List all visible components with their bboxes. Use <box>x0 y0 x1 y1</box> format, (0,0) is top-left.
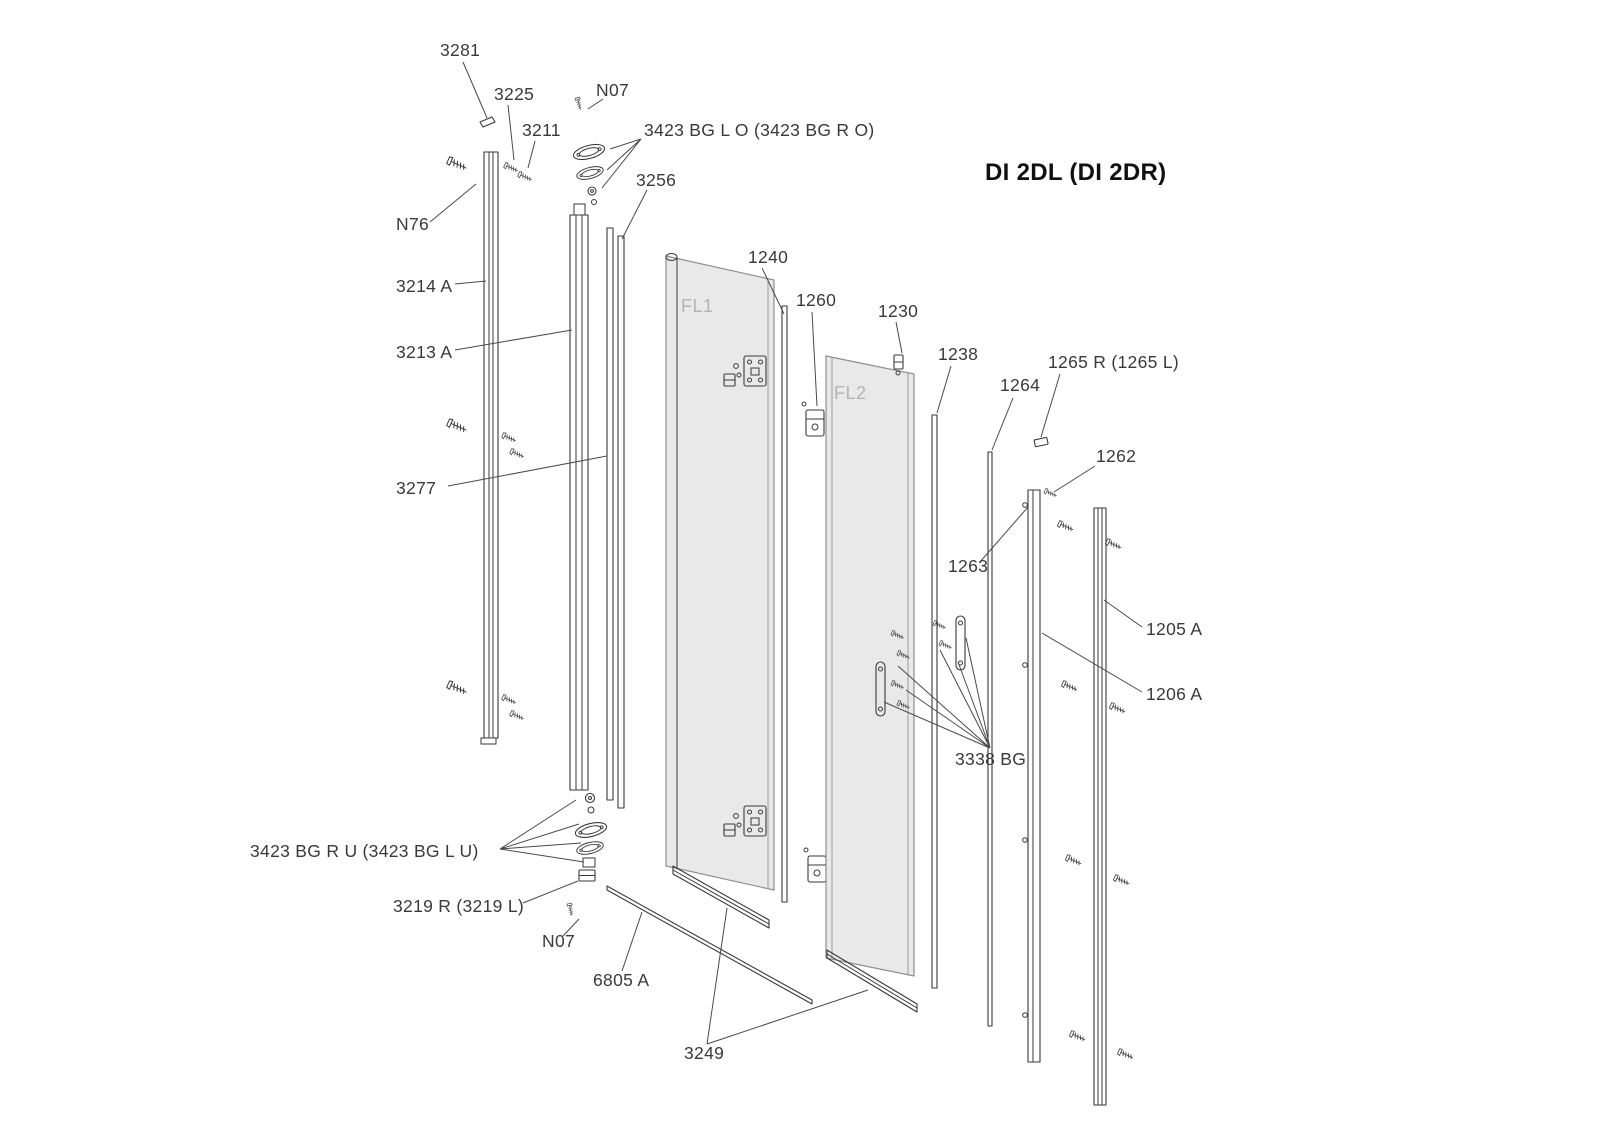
part-pivot-profile-3213a <box>569 203 589 791</box>
screws-profile-1206a <box>1056 519 1087 1044</box>
part-wall-profile-1206a <box>1022 487 1058 1063</box>
part-threshold-rail-6805a <box>606 885 813 1005</box>
label-1206a: 1206 A <box>1146 684 1202 704</box>
leader-1263 <box>979 506 1029 563</box>
part-seal-strip-1264 <box>987 451 993 1027</box>
part-clip-1265 <box>1033 436 1049 448</box>
leader-3423-top <box>601 138 642 189</box>
part-seal-strip-1238 <box>931 414 938 989</box>
leader-1264 <box>991 397 1014 451</box>
label-1264: 1264 <box>1000 375 1040 395</box>
leader-3213a <box>454 329 573 351</box>
screws-profile-1205a <box>1104 537 1135 1062</box>
leader-n07-bottom <box>562 918 580 937</box>
leader-3338bg <box>883 637 991 749</box>
part-pivot-cover-bottom-3423 <box>573 792 609 868</box>
part-seal-strip-3256 <box>617 235 625 809</box>
part-clip-3281 <box>479 116 496 128</box>
label-1240: 1240 <box>748 247 788 267</box>
diagram-title: DI 2DL (DI 2DR) <box>985 159 1166 186</box>
part-pivot-block-1260-top <box>801 401 825 437</box>
leader-3249 <box>706 907 869 1045</box>
label-3423-bottom: 3423 BG R U (3423 BG L U) <box>250 841 479 861</box>
part-hinge-fl1-bottom <box>723 805 767 837</box>
label-1265: 1265 R (1265 L) <box>1048 352 1179 372</box>
leader-1265 <box>1040 373 1061 438</box>
part-clip-1230 <box>893 354 904 376</box>
leader-n76 <box>429 183 477 223</box>
label-3219: 3219 R (3219 L) <box>393 896 524 916</box>
leader-1206a <box>1041 632 1143 693</box>
part-glass-panel-fl2 <box>825 355 915 977</box>
label-3225: 3225 <box>494 84 534 104</box>
label-6805a: 6805 A <box>593 970 649 990</box>
label-1238: 1238 <box>938 344 978 364</box>
part-glass-panel-fl1 <box>665 253 775 891</box>
screws-wall-profile-left <box>445 155 534 722</box>
part-bottom-rail-3249-right <box>826 949 918 1013</box>
leader-1240 <box>761 267 785 315</box>
panel-mark-fl1: FL1 <box>681 296 714 316</box>
label-1263: 1263 <box>948 556 988 576</box>
label-3277: 3277 <box>396 478 436 498</box>
leader-1238 <box>936 365 952 414</box>
label-3423-top: 3423 BG L O (3423 BG R O) <box>644 120 875 140</box>
part-wall-profile-1205a <box>1093 507 1107 1106</box>
leader-n07-top <box>587 98 604 110</box>
label-3281: 3281 <box>440 40 480 60</box>
part-pivot-cover-top-3423 <box>571 96 607 205</box>
leader-3219 <box>522 880 579 904</box>
label-n07-bottom: N07 <box>542 931 575 951</box>
label-3214a: 3214 A <box>396 276 452 296</box>
leader-1205a <box>1103 599 1143 628</box>
label-n07-top: N07 <box>596 80 629 100</box>
part-hinge-fl1-top <box>723 355 767 387</box>
label-1262: 1262 <box>1096 446 1136 466</box>
leader-3211 <box>527 140 536 169</box>
part-pivot-bracket-3219 <box>566 869 596 917</box>
leader-lines <box>429 61 1143 1045</box>
label-3211: 3211 <box>522 120 561 140</box>
label-1230: 1230 <box>878 301 918 321</box>
leader-6805a <box>621 911 643 972</box>
leader-3214a <box>454 280 487 285</box>
leader-3423-bottom <box>499 799 585 863</box>
panel-mark-fl2: FL2 <box>834 383 867 403</box>
part-bottom-rail-3249-left <box>672 865 770 929</box>
label-3249: 3249 <box>684 1043 724 1063</box>
label-n76: N76 <box>396 214 429 234</box>
part-wall-profile-3214a <box>480 151 499 745</box>
part-seal-strip-3277 <box>606 227 614 801</box>
label-1260: 1260 <box>796 290 836 310</box>
label-1205a: 1205 A <box>1146 619 1202 639</box>
label-3256: 3256 <box>636 170 676 190</box>
part-seal-strip-1240 <box>781 305 788 903</box>
part-pivot-block-1260-bottom <box>803 847 827 883</box>
leader-1260 <box>811 311 818 407</box>
label-3338bg: 3338 BG <box>955 749 1026 769</box>
leader-3281 <box>462 61 488 119</box>
leader-1230 <box>895 321 903 354</box>
leader-3277 <box>447 455 608 487</box>
leader-3256 <box>621 189 648 240</box>
label-3213a: 3213 A <box>396 342 452 362</box>
leader-1262 <box>1053 465 1096 493</box>
leader-3225 <box>507 104 515 161</box>
